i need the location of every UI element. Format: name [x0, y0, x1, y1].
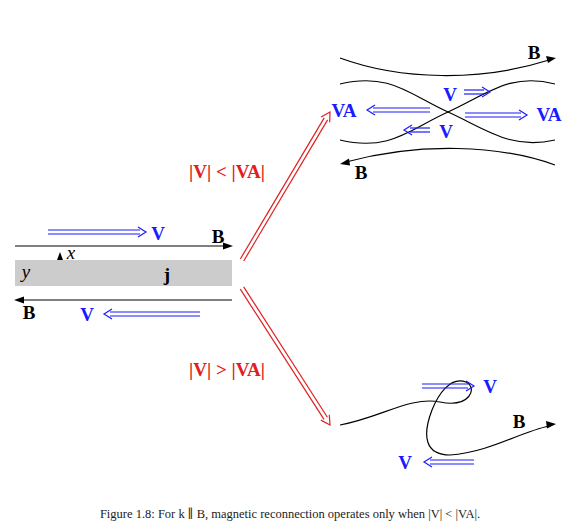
velocity-label: V: [443, 85, 457, 104]
field-label: B: [513, 412, 526, 431]
condition-label: |V| > |VA|: [189, 360, 265, 379]
velocity-label: V: [151, 224, 165, 243]
current-label: j: [164, 265, 170, 284]
field-label: B: [23, 303, 36, 322]
field-label: y: [22, 262, 30, 281]
velocity-label: V: [439, 122, 453, 141]
velocity-label: V: [483, 377, 497, 396]
field-label: B: [355, 163, 368, 182]
velocity-label: V: [398, 453, 412, 472]
velocity-label: VA: [537, 105, 562, 124]
field-label: B: [528, 43, 541, 62]
condition-label: |V| < |VA|: [189, 162, 265, 181]
velocity-label: VA: [332, 101, 357, 120]
current-sheet-band: j: [15, 260, 232, 286]
field-label: x: [67, 243, 75, 262]
figure-caption: Figure 1.8: For k ∥ B, magnetic reconnec…: [100, 506, 480, 522]
velocity-label: V: [80, 305, 94, 324]
field-label: B: [212, 227, 225, 246]
